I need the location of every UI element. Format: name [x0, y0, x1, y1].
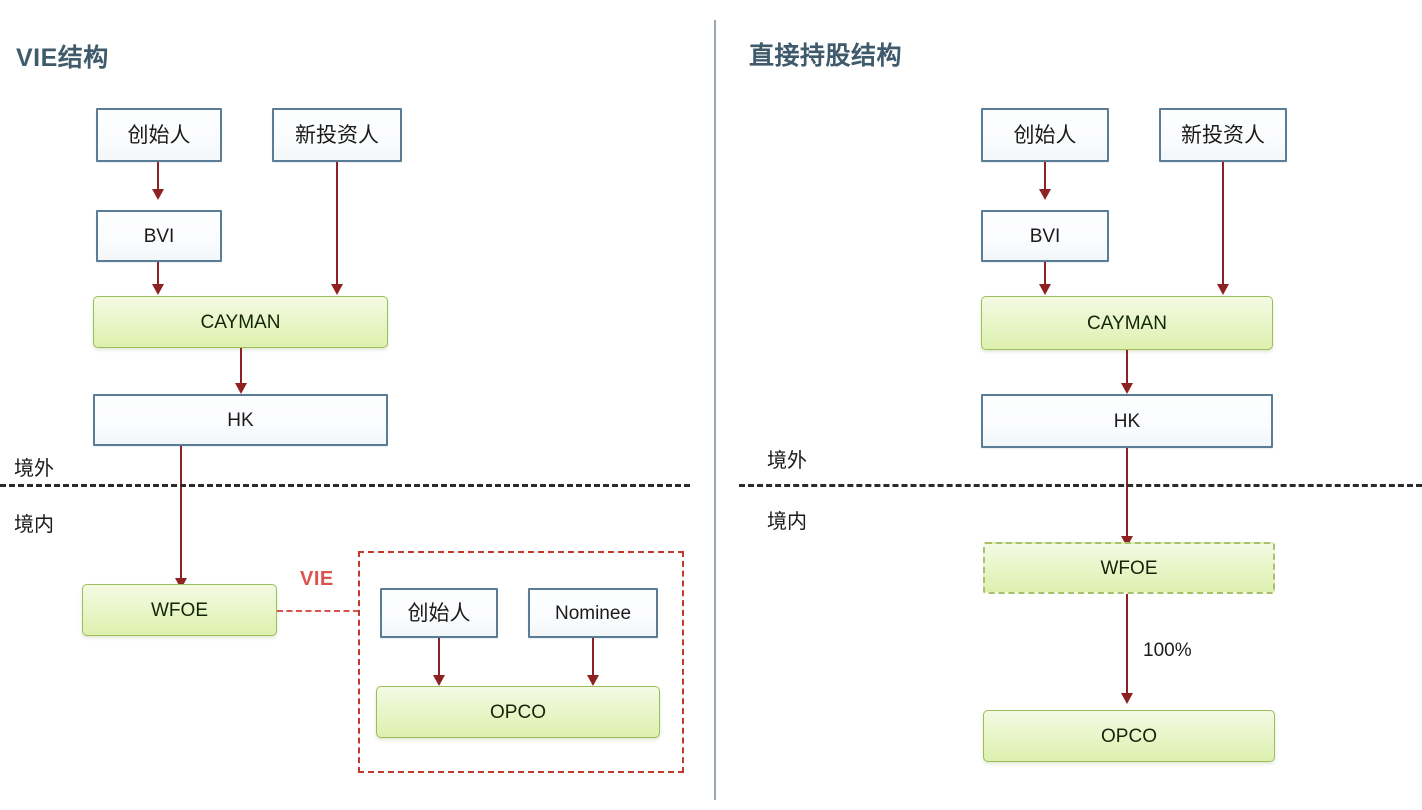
node-opco: OPCO [983, 710, 1275, 762]
arrowhead-nominee-to-opco [587, 675, 599, 686]
arrowhead-new-investor-to-cayman [1217, 284, 1229, 295]
edge-founder-to-bvi [1044, 162, 1046, 196]
node-founder: 创始人 [981, 108, 1109, 162]
edge-nominee-to-opco [592, 638, 594, 680]
panel-vie-structure: VIE结构 创始人 新投资人 BVI CAYMAN HK 境外 境内 WFOE [0, 44, 690, 773]
vie-group-box [358, 551, 684, 773]
node-vie-founder: 创始人 [380, 588, 498, 638]
arrowhead-wfoe-to-opco [1121, 693, 1133, 704]
boundary-label-onshore: 境内 [14, 514, 54, 536]
arrowhead-hk-to-wfoe [1121, 536, 1133, 547]
arrowhead-hk-to-wfoe [175, 578, 187, 589]
boundary-label-offshore: 境外 [767, 450, 807, 472]
edge-bvi-to-cayman [1044, 262, 1046, 292]
arrowhead-cayman-to-hk [1121, 383, 1133, 394]
panel-direct-structure: 直接持股结构 创始人 新投资人 BVI CAYMAN HK 境外 境内 WFOE [711, 0, 1422, 810]
edge-new-investor-to-cayman [336, 162, 338, 288]
arrowhead-bvi-to-cayman [152, 284, 164, 295]
arrowhead-founder-to-bvi [152, 189, 164, 200]
node-hk: HK [93, 394, 388, 446]
node-founder: 创始人 [96, 108, 222, 162]
panel-title-direct: 直接持股结构 [749, 42, 903, 70]
edge-founder-to-bvi [157, 162, 159, 196]
edge-label-ownership-100: 100% [1143, 640, 1192, 661]
edge-cayman-to-hk [1126, 350, 1128, 390]
node-new-investor: 新投资人 [1159, 108, 1287, 162]
arrowhead-cayman-to-hk [235, 383, 247, 394]
node-bvi: BVI [96, 210, 222, 262]
node-new-investor: 新投资人 [272, 108, 402, 162]
arrowhead-vie-founder-to-opco [433, 675, 445, 686]
node-nominee: Nominee [528, 588, 658, 638]
node-cayman: CAYMAN [981, 296, 1273, 350]
boundary-label-onshore: 境内 [767, 511, 807, 533]
panel-divider [714, 20, 716, 800]
node-wfoe: WFOE [983, 542, 1275, 594]
node-cayman: CAYMAN [93, 296, 388, 348]
edge-hk-to-wfoe [1126, 448, 1128, 540]
node-hk: HK [981, 394, 1273, 448]
edge-bvi-to-cayman [157, 262, 159, 292]
arrowhead-bvi-to-cayman [1039, 284, 1051, 295]
panel-title-vie: VIE结构 [16, 44, 109, 72]
boundary-label-offshore: 境外 [14, 458, 54, 480]
edge-vie-founder-to-opco [438, 638, 440, 680]
edge-wfoe-to-opco [1126, 594, 1128, 698]
node-opco: OPCO [376, 686, 660, 738]
arrowhead-new-investor-to-cayman [331, 284, 343, 295]
vie-link-label: VIE [300, 568, 334, 590]
node-wfoe: WFOE [82, 584, 277, 636]
edge-hk-to-wfoe [180, 446, 182, 582]
edge-cayman-to-hk [240, 348, 242, 390]
node-bvi: BVI [981, 210, 1109, 262]
edge-wfoe-to-vie-group [277, 610, 359, 612]
edge-new-investor-to-cayman [1222, 162, 1224, 288]
boundary-line [0, 484, 690, 487]
boundary-line [739, 484, 1422, 487]
arrowhead-founder-to-bvi [1039, 189, 1051, 200]
